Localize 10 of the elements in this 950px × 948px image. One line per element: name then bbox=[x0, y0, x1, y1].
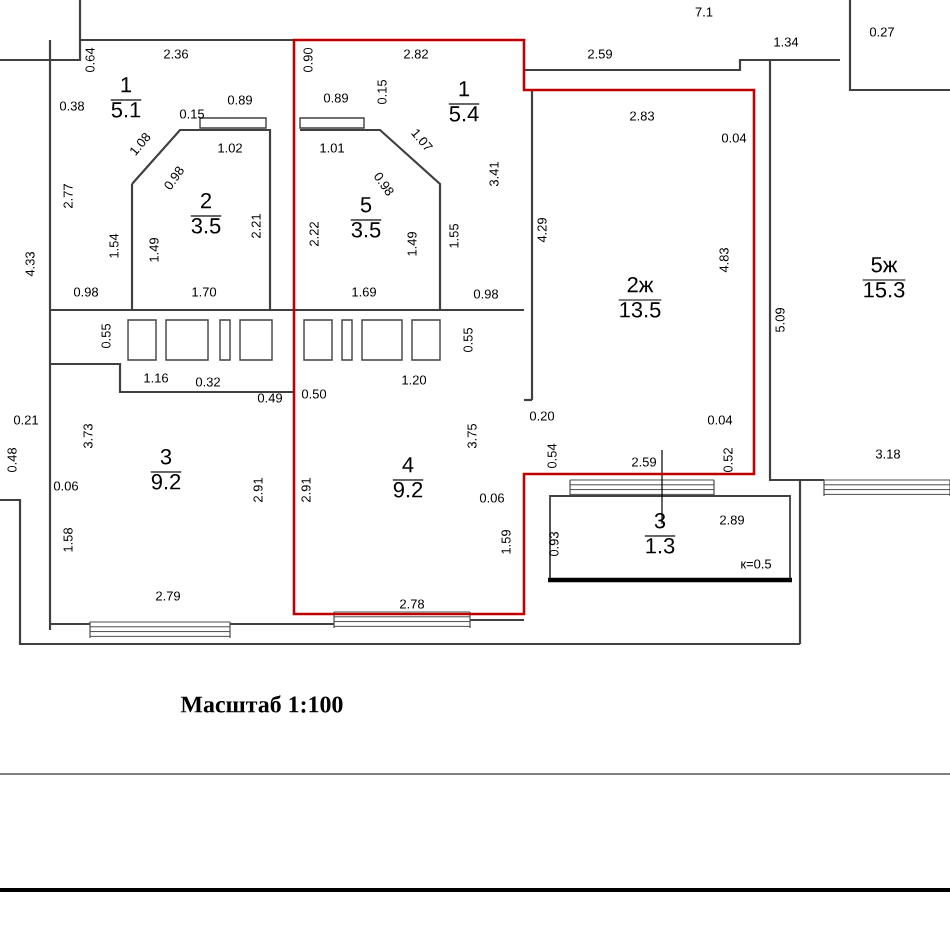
room-label: 5ж 15.3 bbox=[862, 257, 906, 298]
room-label: 4 9.2 bbox=[392, 457, 424, 498]
room-label: 1 5.4 bbox=[448, 81, 480, 122]
room-label: 5 3.5 bbox=[350, 197, 382, 238]
room-label: 3 9.2 bbox=[150, 448, 182, 490]
room-label: 2ж 13.5 bbox=[618, 276, 662, 318]
room-label: 1 5.1 bbox=[110, 77, 142, 118]
room-label: 2 3.5 bbox=[190, 192, 222, 234]
scale-caption: Масштаб 1:100 bbox=[180, 695, 343, 713]
room-label: 3 1.3 bbox=[644, 512, 676, 554]
